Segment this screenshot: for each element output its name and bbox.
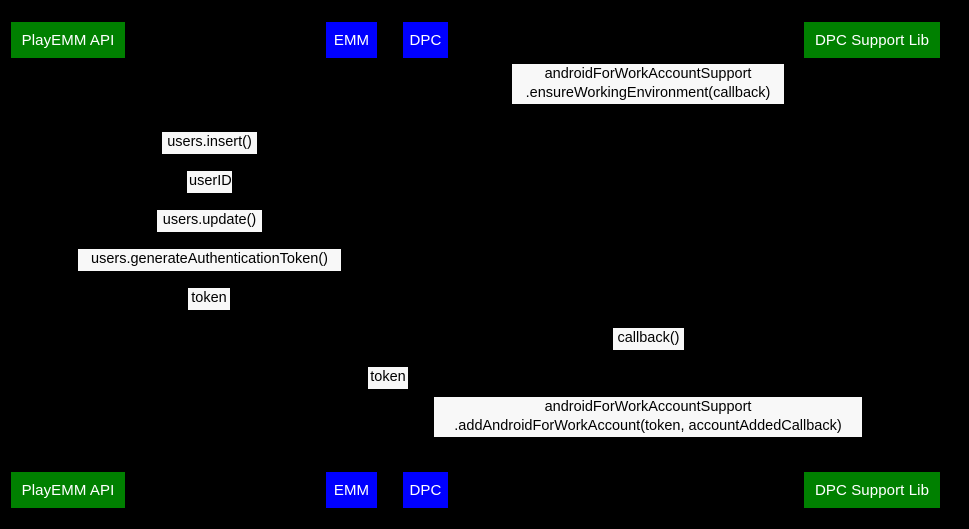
message-label-users-insert: users.insert() [162, 132, 257, 154]
participant-dpc-support-lib-bottom[interactable]: DPC Support Lib [804, 472, 940, 508]
lifeline-emm [351, 58, 352, 472]
participant-label: PlayEMM API [21, 31, 115, 49]
participant-playemm-api-top[interactable]: PlayEMM API [11, 22, 125, 58]
participant-label: DPC Support Lib [814, 31, 930, 49]
participant-label: DPC [409, 31, 442, 49]
participant-label: DPC [409, 481, 442, 499]
message-label-token-lower: token [368, 367, 408, 389]
lifeline-dpc [425, 58, 426, 472]
message-label-token-upper: token [188, 288, 230, 310]
participant-dpc-support-lib-top[interactable]: DPC Support Lib [804, 22, 940, 58]
participant-dpc-bottom[interactable]: DPC [403, 472, 448, 508]
lifeline-playemm-api [68, 58, 69, 472]
message-label-add-android-for-work-account: androidForWorkAccountSupport .addAndroid… [434, 397, 862, 437]
participant-label: EMM [333, 31, 370, 49]
participant-label: PlayEMM API [21, 481, 115, 499]
participant-label: DPC Support Lib [814, 481, 930, 499]
message-label-users-update: users.update() [157, 210, 262, 232]
participant-label: EMM [333, 481, 370, 499]
message-label-ensure-working-environment: androidForWorkAccountSupport .ensureWork… [512, 64, 784, 104]
message-label-users-generate-authentication-token: users.generateAuthenticationToken() [78, 249, 341, 271]
participant-emm-top[interactable]: EMM [326, 22, 377, 58]
message-label-user-id: userID [187, 171, 232, 193]
lifeline-dpc-support-lib [872, 58, 873, 472]
participant-playemm-api-bottom[interactable]: PlayEMM API [11, 472, 125, 508]
participant-dpc-top[interactable]: DPC [403, 22, 448, 58]
participant-emm-bottom[interactable]: EMM [326, 472, 377, 508]
message-label-callback: callback() [613, 328, 684, 350]
